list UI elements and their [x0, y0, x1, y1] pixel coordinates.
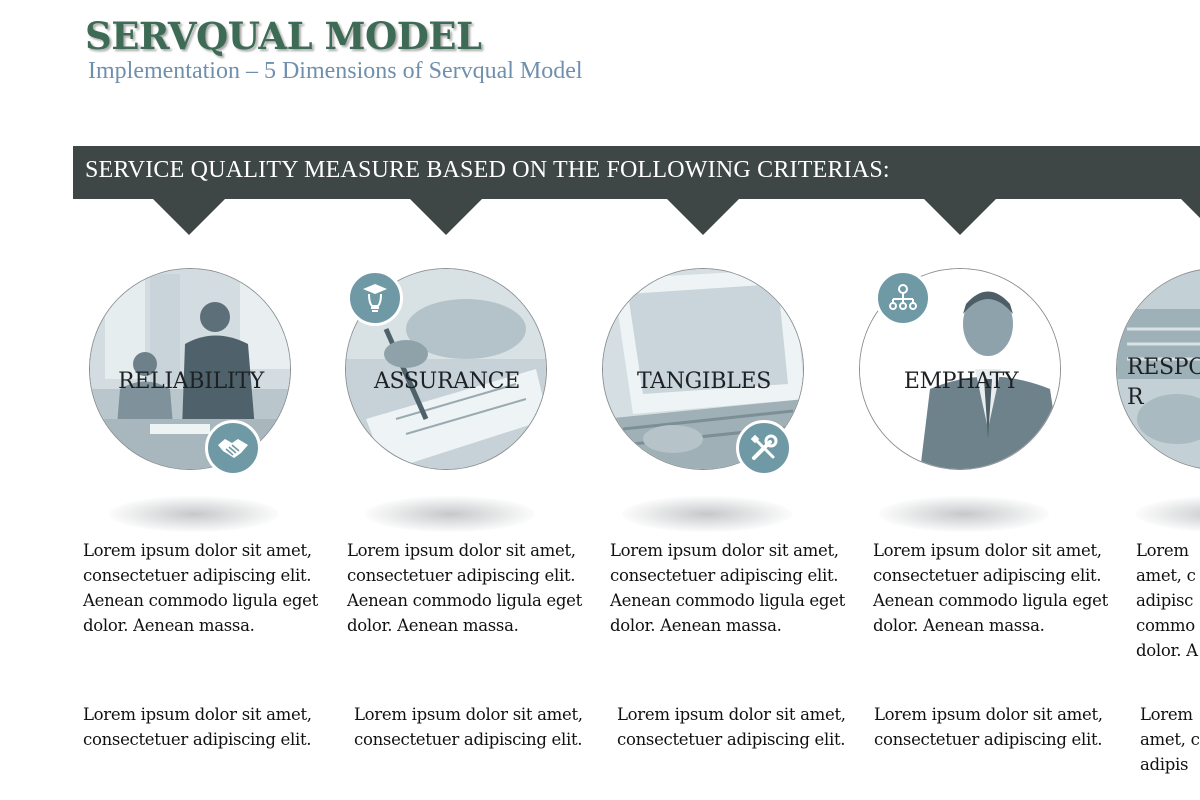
banner-pointer-5	[1181, 199, 1200, 235]
banner-text: SERVICE QUALITY MEASURE BASED ON THE FOL…	[85, 157, 890, 183]
dimension-card-responsiveness: RESPO R Lorem amet, c adipisc commo dolo…	[1116, 268, 1200, 800]
banner-pointer-2	[410, 199, 482, 235]
dimension-subtext-assurance: Lorem ipsum dolor sit amet, consectetuer…	[354, 705, 583, 749]
keyboard-photo	[1117, 269, 1200, 469]
dimension-text-emphaty: Lorem ipsum dolor sit amet, consectetuer…	[873, 541, 1108, 635]
page-title: SERVQUAL MODEL	[85, 14, 482, 58]
dimension-subtext-tangibles: Lorem ipsum dolor sit amet, consectetuer…	[617, 705, 846, 749]
dimension-label-tangibles: TANGIBLES	[636, 369, 772, 394]
dimension-text-assurance: Lorem ipsum dolor sit amet, consectetuer…	[347, 541, 582, 635]
page-subtitle: Implementation – 5 Dimensions of Servqua…	[88, 58, 583, 84]
dimension-text-responsiveness: Lorem amet, c adipisc commo dolor. A	[1136, 541, 1198, 660]
dimension-shadow	[1136, 496, 1200, 532]
dimension-subtext-reliability: Lorem ipsum dolor sit amet, consectetuer…	[83, 705, 312, 749]
dimension-label-reliability: RELIABILITY	[118, 369, 264, 394]
dimension-text-reliability: Lorem ipsum dolor sit amet, consectetuer…	[83, 541, 318, 635]
dimension-text-tangibles: Lorem ipsum dolor sit amet, consectetuer…	[610, 541, 845, 635]
criteria-banner: SERVICE QUALITY MEASURE BASED ON THE FOL…	[73, 146, 1200, 199]
dimension-subtext-responsiveness: Lorem amet, c adipis	[1140, 705, 1200, 774]
hierarchy-icon	[875, 270, 931, 326]
banner-pointer-3	[667, 199, 739, 235]
dimension-photo-reliability: RELIABILITY	[89, 268, 291, 470]
lightbulb-graduation-icon	[347, 270, 403, 326]
dimension-photo-responsiveness: RESPO R	[1116, 268, 1200, 470]
dimension-label-responsiveness: RESPO R	[1127, 355, 1200, 410]
writing-photo	[346, 269, 546, 469]
tools-icon	[736, 420, 792, 476]
dimension-subtext-emphaty: Lorem ipsum dolor sit amet, consectetuer…	[874, 705, 1103, 749]
dimension-photo-assurance: ASSURANCE	[345, 268, 547, 470]
dimension-label-assurance: ASSURANCE	[373, 369, 521, 394]
dimension-shadow	[879, 496, 1049, 532]
dimension-shadow	[622, 496, 792, 532]
meeting-photo	[90, 269, 290, 469]
dimension-label-emphaty: EMPHATY	[903, 369, 1019, 394]
banner-pointer-4	[924, 199, 996, 235]
banner-pointer-1	[153, 199, 225, 235]
dimension-shadow	[109, 496, 279, 532]
handshake-icon	[205, 420, 261, 476]
dimension-shadow	[365, 496, 535, 532]
